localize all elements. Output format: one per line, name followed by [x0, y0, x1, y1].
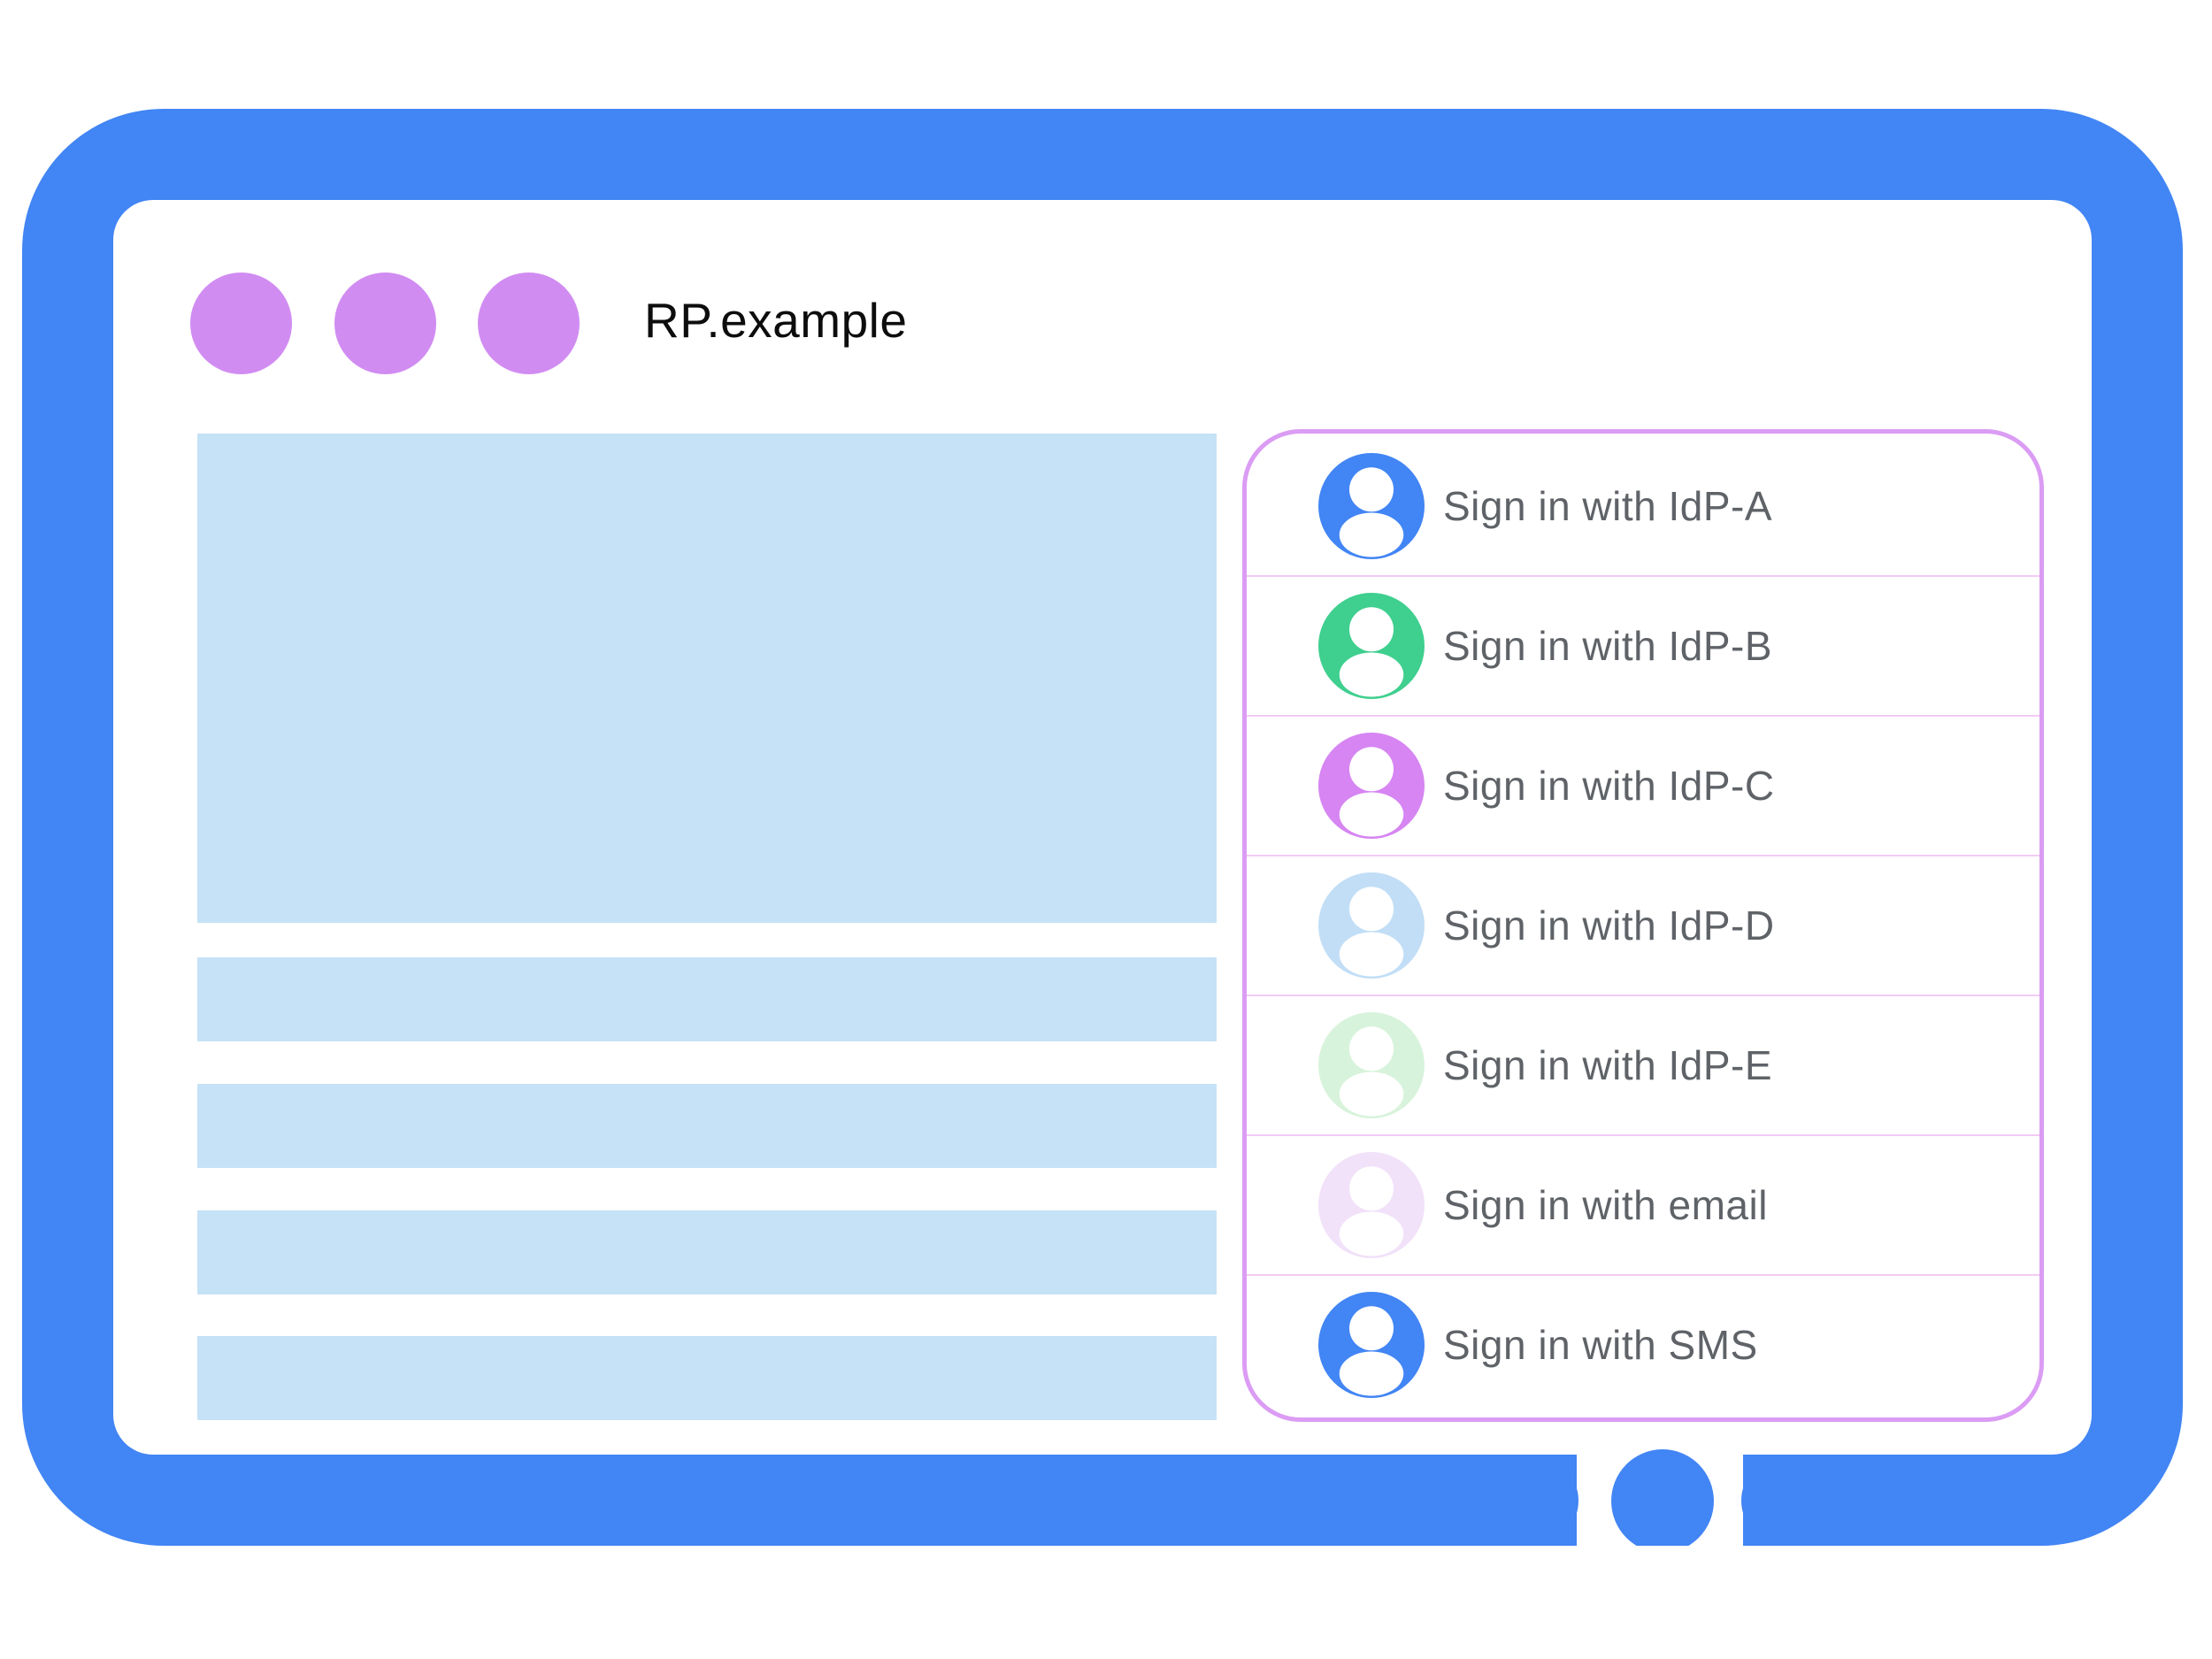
signin-option-email[interactable]: Sign in with email: [1247, 1134, 2039, 1274]
signin-option-label: Sign in with IdP-A: [1443, 483, 1773, 529]
signin-option-idp-e[interactable]: Sign in with IdP-E: [1247, 995, 2039, 1134]
home-button[interactable]: [1611, 1449, 1714, 1546]
signin-option-label: Sign in with email: [1443, 1182, 1768, 1228]
bottom-bar-right-cap: [1741, 1455, 1832, 1546]
signin-option-sms[interactable]: Sign in with SMS: [1247, 1274, 2039, 1414]
signin-option-idp-b[interactable]: Sign in with IdP-B: [1247, 575, 2039, 715]
page-title: RP.example: [644, 293, 908, 348]
signin-option-label: Sign in with IdP-C: [1443, 763, 1775, 809]
signin-option-label: Sign in with IdP-D: [1443, 902, 1775, 949]
account-avatar-icon: [1318, 593, 1425, 699]
bottom-bar-left-cap: [1488, 1455, 1578, 1546]
account-avatar-icon: [1318, 1152, 1425, 1258]
account-avatar-icon: [1318, 872, 1425, 979]
account-avatar-icon: [1318, 1012, 1425, 1118]
content-placeholder-line: [197, 957, 1217, 1041]
signin-option-idp-c[interactable]: Sign in with IdP-C: [1247, 715, 2039, 855]
account-avatar-icon: [1318, 733, 1425, 839]
signin-option-idp-a[interactable]: Sign in with IdP-A: [1247, 437, 2039, 575]
window-control-dot[interactable]: [190, 273, 292, 374]
signin-option-label: Sign in with IdP-E: [1443, 1042, 1773, 1088]
laptop-frame: RP.example Sign in with IdP-A Sign in wi…: [22, 109, 2183, 1546]
content-placeholder-line: [197, 1210, 1217, 1294]
window-control-dot[interactable]: [334, 273, 436, 374]
signin-option-idp-d[interactable]: Sign in with IdP-D: [1247, 855, 2039, 995]
content-placeholder-line: [197, 1084, 1217, 1168]
content-placeholder-hero: [197, 434, 1217, 923]
window-control-dot[interactable]: [478, 273, 580, 374]
browser-window: RP.example Sign in with IdP-A Sign in wi…: [113, 200, 2092, 1455]
signin-option-label: Sign in with SMS: [1443, 1322, 1758, 1368]
signin-option-label: Sign in with IdP-B: [1443, 623, 1773, 669]
content-placeholder-line: [197, 1336, 1217, 1420]
account-avatar-icon: [1318, 453, 1425, 559]
signin-dialog: Sign in with IdP-A Sign in with IdP-B Si…: [1242, 429, 2044, 1422]
account-avatar-icon: [1318, 1292, 1425, 1398]
